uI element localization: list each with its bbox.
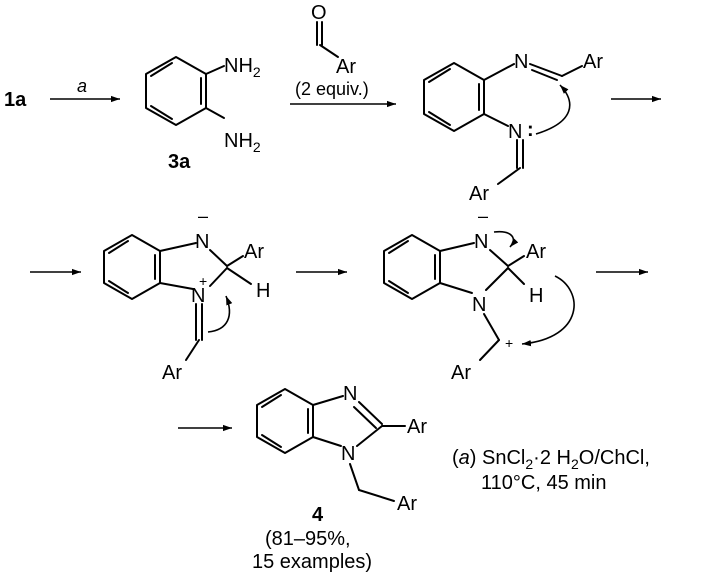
int1-minus: – [198, 206, 208, 226]
curved-electron-arrow-1 [535, 84, 571, 135]
product-n-top: N [343, 383, 357, 405]
aldehyde-structure [316, 21, 339, 58]
diimine-structure [423, 62, 583, 185]
conditions-line1: (a) SnCl2·2 H2O/ChCl, [452, 447, 650, 472]
aldehyde-aryl: Ar [336, 56, 356, 78]
amine-group-top: NH2 [224, 55, 261, 80]
aldehyde-equiv: (2 equiv.) [295, 79, 369, 99]
int2-h: H [529, 285, 543, 307]
int1-plus: + [199, 273, 207, 289]
product-ar-bottom: Ar [397, 493, 417, 515]
int1-n-top: N [195, 231, 209, 253]
intermediate2-structure [383, 234, 525, 361]
int1-ar-top: Ar [244, 241, 264, 263]
product-examples: 15 examples) [252, 551, 372, 573]
step-reagent-letter: a [77, 76, 87, 96]
product-structure [256, 388, 406, 502]
aldehyde-oxygen: O [311, 2, 327, 24]
product-label: 4 [312, 504, 324, 526]
conditions-line2: 110°C, 45 min [481, 472, 606, 494]
diimine-ar1: Ar [583, 51, 603, 73]
product-ar-top: Ar [407, 416, 427, 438]
int2-plus: + [505, 335, 513, 351]
int2-n-bottom: N [472, 294, 486, 316]
curved-electron-arrow-4 [521, 275, 575, 347]
diimine-n1: N [514, 51, 528, 73]
lone-pair: : [527, 119, 534, 141]
int2-ar-top: Ar [526, 241, 546, 263]
diamine-label: 3a [168, 151, 191, 173]
int1-n-bottom: N [191, 285, 205, 307]
diimine-n2: N [508, 121, 522, 143]
start-compound-label: 1a [4, 89, 27, 111]
int2-n-top: N [474, 231, 488, 253]
int1-h: H [256, 280, 270, 302]
int2-ar-bottom: Ar [451, 362, 471, 384]
diimine-ar2: Ar [469, 183, 489, 205]
curved-electron-arrow-2 [207, 295, 233, 333]
int2-minus: – [478, 206, 488, 226]
amine-group-bottom: NH2 [224, 130, 261, 155]
int1-ar-bottom: Ar [162, 362, 182, 384]
diamine-structure [145, 56, 225, 126]
intermediate1-structure [103, 234, 252, 361]
product-yield: (81–95%, [265, 528, 351, 550]
product-n-bottom: N [341, 443, 355, 465]
curved-electron-arrow-3 [493, 230, 519, 248]
